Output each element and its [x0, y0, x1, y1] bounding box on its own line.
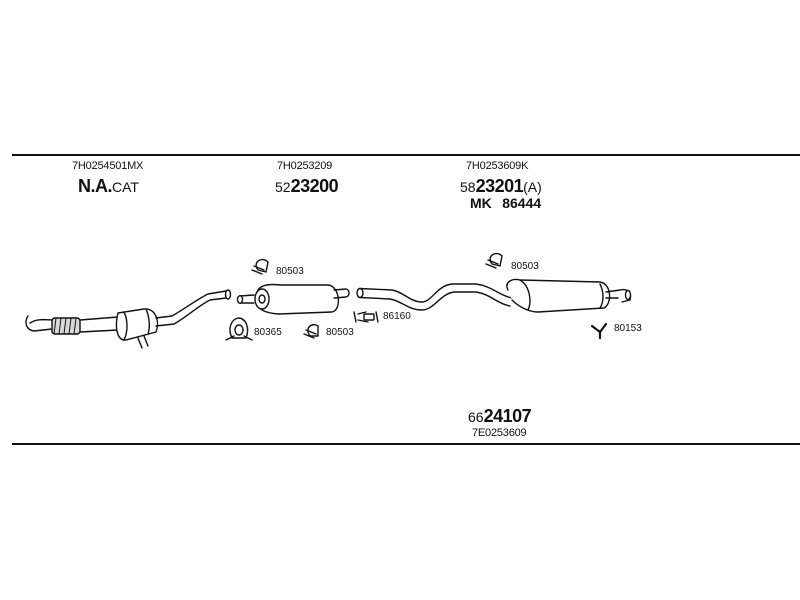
- clamp-rear-icon: [485, 252, 503, 269]
- rear-kit-label: MK: [470, 195, 492, 211]
- front-pipe-catalyst: [25, 289, 232, 349]
- centre-silencer: [236, 283, 350, 315]
- bracket-rear-icon: [590, 322, 608, 340]
- gasket-icon: [225, 317, 253, 341]
- intermediate-pipe: [356, 283, 513, 311]
- clamp-front-top-icon: [251, 258, 269, 275]
- middle-code-bold: 23200: [290, 176, 339, 196]
- bottom-code-prefix: 66: [468, 409, 484, 425]
- clamp-front-bottom-icon: [303, 324, 319, 339]
- rear-code-bold: 23201: [475, 176, 524, 196]
- clamp-rear-label: 80503: [511, 261, 539, 272]
- clamp-front-top-label: 80503: [276, 266, 304, 277]
- bottom-catalog-code: 6624107: [468, 406, 532, 426]
- front-part-number: 7H0254501MX: [72, 160, 144, 172]
- bottom-rule: [12, 443, 800, 445]
- bracket-rear-label: 80153: [614, 323, 642, 334]
- top-rule: [12, 154, 800, 156]
- rear-kit: MK 86444: [470, 196, 541, 212]
- hanger-mid-icon: [353, 311, 379, 323]
- front-catalog-code: N.A.CAT: [78, 177, 139, 196]
- clamp-front-bottom-label: 80503: [326, 327, 354, 338]
- middle-catalog-code: 5223200: [275, 176, 339, 196]
- hanger-mid-label: 86160: [383, 311, 411, 322]
- gasket-label: 80365: [254, 327, 282, 338]
- bottom-part-number: 7E0253609: [472, 427, 527, 439]
- rear-code-prefix: 58: [460, 179, 476, 195]
- front-code-bold: N.A.: [78, 176, 113, 196]
- rear-silencer: [506, 278, 632, 313]
- bottom-code-bold: 24107: [483, 406, 532, 426]
- rear-code-suffix: (A): [523, 179, 542, 195]
- rear-catalog-code: 5823201(A): [460, 177, 542, 196]
- front-code-suffix: CAT: [112, 179, 139, 195]
- rear-kit-number: 86444: [502, 195, 542, 211]
- middle-part-number: 7H0253209: [277, 160, 333, 172]
- rear-part-number: 7H0253609K: [466, 160, 529, 172]
- middle-code-prefix: 52: [275, 179, 291, 195]
